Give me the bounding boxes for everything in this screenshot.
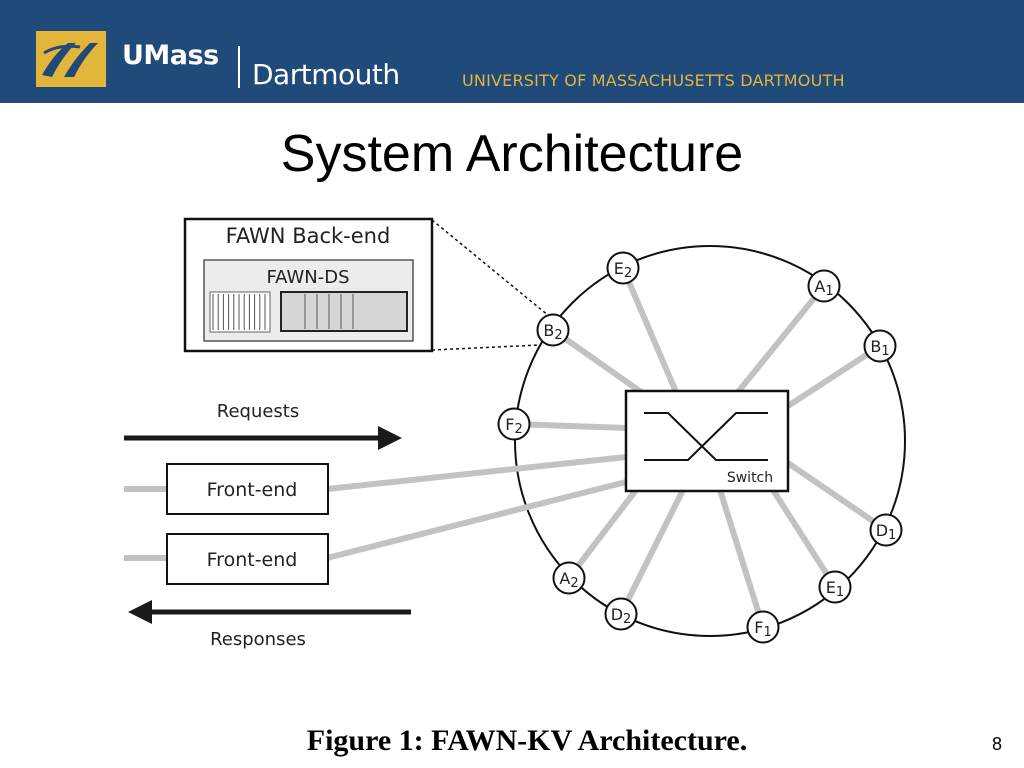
ring-node-subscript: 2 bbox=[624, 266, 632, 281]
ring-node: D2 bbox=[604, 597, 638, 631]
switch-links bbox=[124, 266, 888, 628]
page-number: 8 bbox=[992, 734, 1003, 754]
responses-label: Responses bbox=[210, 629, 306, 650]
ring-node-circle bbox=[497, 407, 531, 441]
frontend-label: Front-end bbox=[207, 479, 298, 501]
header-banner: UMass Dartmouth UNIVERSITY OF MASSACHUSE… bbox=[0, 0, 1024, 103]
ring-node-circle bbox=[606, 251, 640, 285]
ring-node-subscript: 2 bbox=[623, 612, 631, 627]
ring-node-subscript: 1 bbox=[881, 344, 889, 359]
ring-node-circle bbox=[863, 329, 897, 363]
backend-box: FAWN Back-end FAWN-DS bbox=[183, 217, 434, 353]
node-ring bbox=[514, 245, 906, 637]
university-name: UNIVERSITY OF MASSACHUSETTS DARTMOUTH bbox=[462, 71, 845, 90]
ring-node: E1 bbox=[818, 570, 852, 604]
brand-campus: Dartmouth bbox=[252, 58, 400, 91]
ring-node-circle bbox=[552, 561, 586, 595]
zoom-line-bottom bbox=[431, 344, 541, 351]
responses-arrow bbox=[128, 600, 411, 624]
ring-node: E2 bbox=[606, 251, 640, 285]
switch-label: Switch bbox=[727, 470, 773, 486]
switch: Switch bbox=[624, 389, 790, 493]
ring-node-subscript: 1 bbox=[825, 284, 833, 299]
ring-node: A1 bbox=[807, 269, 841, 303]
ring-node-subscript: 1 bbox=[763, 625, 771, 640]
brand-divider bbox=[238, 46, 240, 88]
ring-node-circle bbox=[818, 570, 852, 604]
figure-caption: Figure 1: FAWN-KV Architecture. bbox=[306, 724, 748, 757]
ring-node-subscript: 2 bbox=[570, 576, 578, 591]
frontend-label: Front-end bbox=[207, 549, 298, 571]
ring-node-circle bbox=[536, 313, 570, 347]
slide-title: System Architecture bbox=[280, 125, 744, 183]
zoom-line-top bbox=[431, 219, 550, 317]
hash-index-icon bbox=[280, 291, 408, 332]
log-segments-icon bbox=[209, 291, 271, 333]
ring-node-subscript: 1 bbox=[836, 585, 844, 600]
ring-node: A2 bbox=[552, 561, 586, 595]
requests-arrow bbox=[124, 426, 402, 450]
frontend-box: Front-end bbox=[166, 533, 329, 585]
backend-title: FAWN Back-end bbox=[226, 224, 391, 248]
ring-node: B1 bbox=[863, 329, 897, 363]
ring-node-circle bbox=[869, 513, 903, 547]
ring-node-subscript: 1 bbox=[888, 528, 896, 543]
ring-node-circle bbox=[604, 597, 638, 631]
ring-node-subscript: 2 bbox=[554, 328, 562, 343]
ring-node: F2 bbox=[497, 407, 531, 441]
ring-node: F1 bbox=[746, 610, 780, 644]
brand-name: UMass bbox=[122, 40, 219, 71]
datastore-title: FAWN-DS bbox=[266, 267, 349, 288]
ring-node: D1 bbox=[869, 513, 903, 547]
ring-node-circle bbox=[746, 610, 780, 644]
umass-logo-icon bbox=[36, 31, 106, 87]
frontend-box: Front-end bbox=[166, 463, 329, 515]
ring-node-circle bbox=[807, 269, 841, 303]
ring-node-subscript: 2 bbox=[514, 422, 522, 437]
requests-label: Requests bbox=[217, 401, 300, 422]
ring-node: B2 bbox=[536, 313, 570, 347]
